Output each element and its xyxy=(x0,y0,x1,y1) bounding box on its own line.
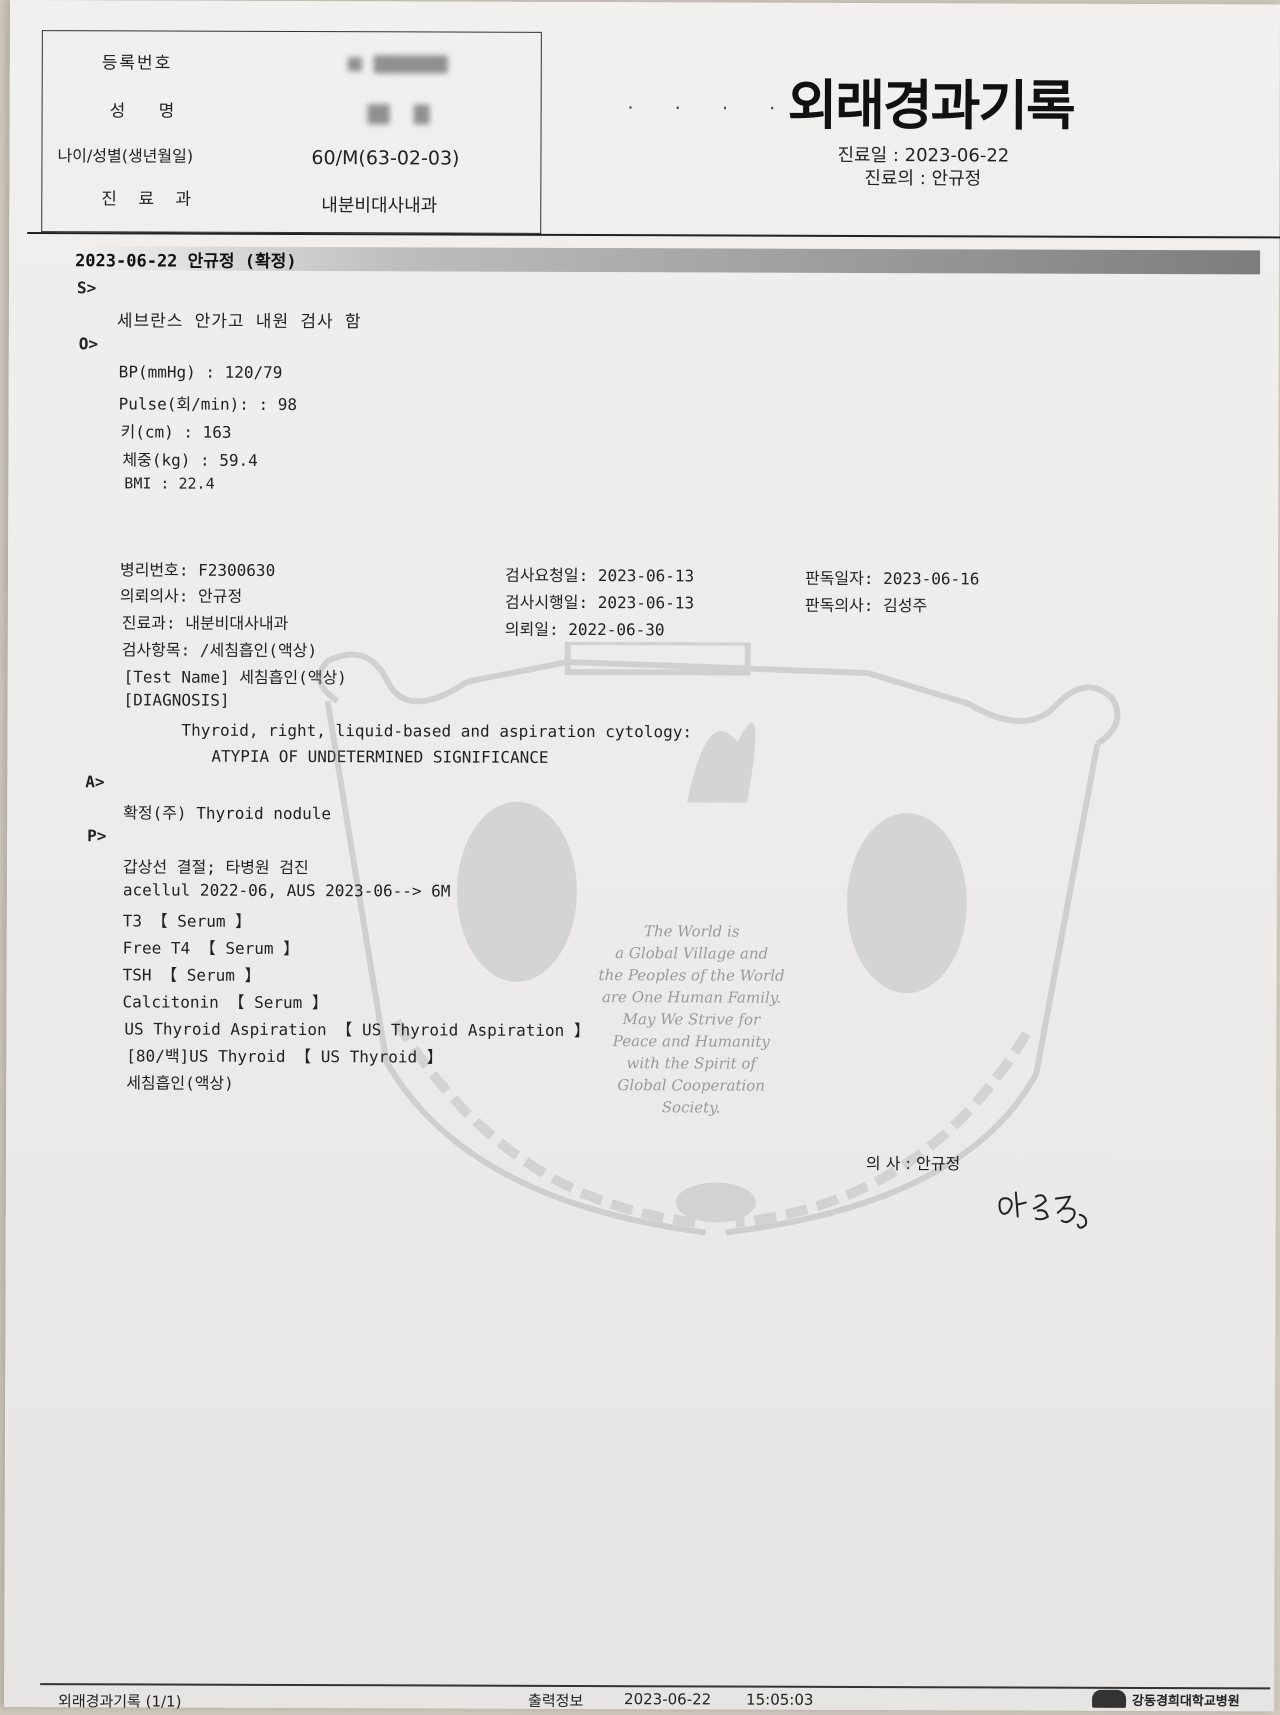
plan-item: T3 【 Serum 】 xyxy=(122,911,252,931)
vital-bmi: BMI : 22.4 xyxy=(124,474,215,493)
vital-bp: BP(mmHg) : 120/79 xyxy=(118,362,283,382)
request-date: 검사요청일: 2023-06-13 xyxy=(504,565,695,586)
footer-print-time: 15:05:03 xyxy=(746,1690,814,1709)
header-rule xyxy=(27,232,1280,239)
note-header-text: 2023-06-22 안규정 (확정) xyxy=(75,251,297,273)
exam-date: 검사시행일: 2023-06-13 xyxy=(504,592,695,613)
name-label: 성 명 xyxy=(109,101,189,122)
footer-print-date: 2023-06-22 xyxy=(624,1690,712,1709)
footer-print-label: 출력정보 xyxy=(528,1691,584,1711)
footer-doc-name: 외래경과기록 (1/1) xyxy=(58,1692,182,1711)
handwritten-signature xyxy=(998,1191,1088,1229)
p-section-label: P> xyxy=(87,826,107,846)
plan-item: acellul 2022-06, AUS 2023-06--> 6M xyxy=(122,880,451,901)
age-sex-value: 60/M(63-02-03) xyxy=(311,147,460,170)
dept-value: 내분비대사내과 xyxy=(321,195,438,217)
s-section-text: 세브란스 안가고 내원 검사 함 xyxy=(116,311,362,333)
hospital-logo-icon xyxy=(1092,1689,1127,1708)
plan-item: 세침흡인(액상) xyxy=(126,1073,234,1093)
faint-dots: · · · · xyxy=(625,98,792,118)
dept-label: 진 료 과 xyxy=(101,189,200,210)
doctor-signature-label: 의 사 : 안규정 xyxy=(865,1153,961,1174)
plan-item: US Thyroid Aspiration 【 US Thyroid Aspir… xyxy=(124,1019,590,1041)
o-section-label: O> xyxy=(78,334,99,354)
plan-item: [80/백]US Thyroid 【 US Thyroid 】 xyxy=(126,1046,443,1067)
footer-hospital-name: 강동경희대학교병원 xyxy=(1132,1693,1240,1710)
redacted-reg-no-2 xyxy=(373,55,448,74)
vital-height: 키(cm) : 163 xyxy=(120,422,232,442)
watermark-emblem xyxy=(316,640,1121,1236)
a-section-text: 확정(주) Thyroid nodule xyxy=(123,803,332,824)
age-sex-label: 나이/성별(생년월일) xyxy=(57,146,194,166)
footer-rule xyxy=(40,1683,1271,1690)
referral-date: 의뢰일: 2022-06-30 xyxy=(504,619,665,640)
vital-pulse: Pulse(회/min): : 98 xyxy=(118,394,298,415)
document-page: 등록번호 성 명 나이/성별(생년월일) 60/M(63-02-03) 진 료 … xyxy=(4,0,1280,1712)
plan-item: Calcitonin 【 Serum 】 xyxy=(122,992,328,1013)
document-title: 외래경과기록 xyxy=(787,73,1074,138)
reading-doctor: 판독의사: 김성주 xyxy=(804,595,928,616)
path-number: 병리번호: F2300630 xyxy=(119,560,276,580)
redacted-reg-no xyxy=(347,57,362,72)
plan-item: Free T4 【 Serum 】 xyxy=(122,938,300,959)
vital-weight: 체중(kg) : 59.4 xyxy=(122,450,258,470)
referring-doctor: 의뢰의사: 안규정 xyxy=(119,586,243,606)
redacted-name xyxy=(367,104,390,125)
s-section-label: S> xyxy=(76,278,97,298)
plan-item: 갑상선 결절; 타병원 검진 xyxy=(122,857,309,878)
diagnosis-header: [DIAGNOSIS] xyxy=(123,690,230,710)
redacted-name-2 xyxy=(413,104,430,125)
a-section-label: A> xyxy=(85,772,105,792)
reading-date: 판독일자: 2023-06-16 xyxy=(804,568,980,589)
path-dept: 진료과: 내분비대사내과 xyxy=(121,613,289,633)
plan-item: TSH 【 Serum 】 xyxy=(122,965,261,985)
watermark-motto: The World is a Global Village and the Pe… xyxy=(598,922,785,1117)
attending-physician: 진료의 : 안규정 xyxy=(864,167,982,190)
reg-no-label: 등록번호 xyxy=(101,53,173,74)
